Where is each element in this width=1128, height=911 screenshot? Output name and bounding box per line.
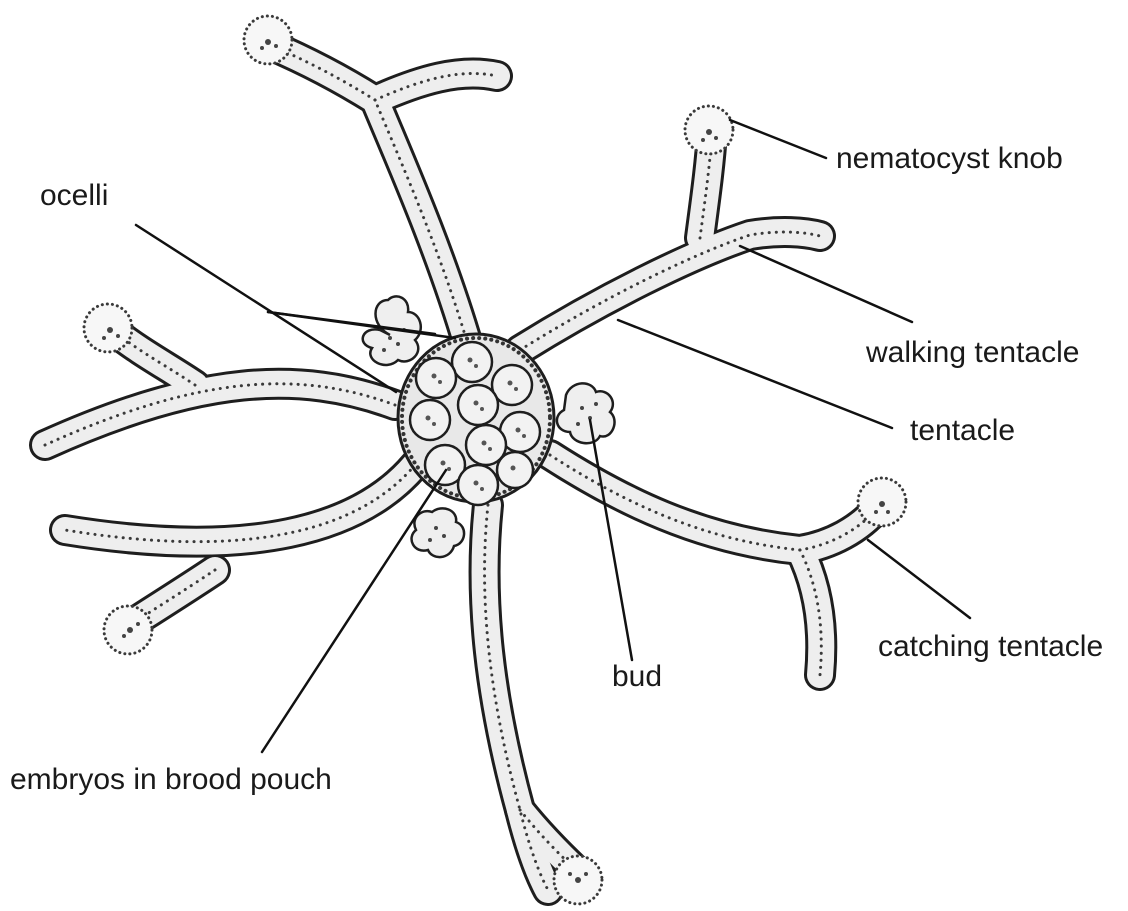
leader-walking-tentacle <box>740 246 912 322</box>
label-nematocyst-knob: nematocyst knob <box>836 144 1063 174</box>
leader-nematocyst-knob <box>730 120 826 158</box>
bud-right <box>557 383 615 443</box>
leader-ocelli-3 <box>268 312 455 338</box>
label-ocelli: ocelli <box>40 181 108 211</box>
label-embryos-in-brood-pouch: embryos in brood pouch <box>10 765 332 795</box>
label-catching-tentacle: catching tentacle <box>878 632 1103 662</box>
label-bud: bud <box>612 662 662 692</box>
label-walking-tentacle: walking tentacle <box>866 338 1079 368</box>
bud-lower-left <box>412 508 465 557</box>
leader-bud <box>590 420 632 660</box>
label-tentacle: tentacle <box>910 416 1015 446</box>
leader-catching-tentacle <box>868 540 970 618</box>
leader-tentacle <box>618 320 892 428</box>
